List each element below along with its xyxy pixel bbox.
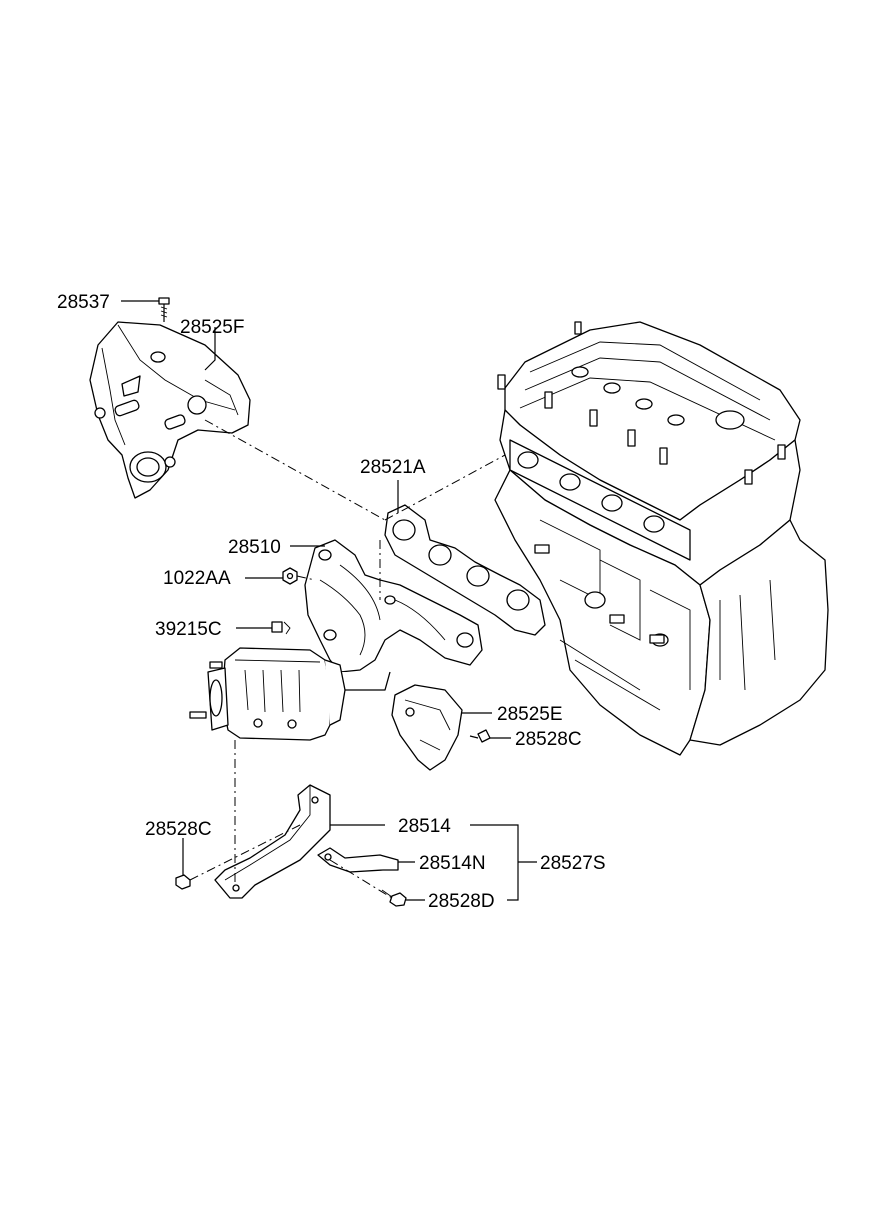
exhaust-manifold-28510 — [304, 539, 483, 691]
heat-shield-lower-28525E — [391, 684, 463, 771]
leader-lines — [121, 300, 537, 901]
label-39215C: 39215C — [155, 619, 222, 640]
part-labels: 28537 28525F 28521A 28510 1022AA 39215C … — [57, 292, 606, 912]
bolt-28528C-left — [175, 862, 191, 890]
gasket-28521A — [384, 504, 546, 636]
label-28528D: 28528D — [428, 891, 495, 912]
bolt-28528C-right — [469, 729, 491, 743]
head-bolts — [497, 321, 786, 485]
label-28510: 28510 — [228, 537, 281, 558]
sensor-39215C — [271, 621, 291, 635]
assembly-centerlines — [189, 419, 506, 899]
label-28528C-right: 28528C — [515, 729, 582, 750]
label-28528C-left: 28528C — [145, 819, 212, 840]
bolt-28528D — [381, 889, 407, 907]
exhaust-ports — [509, 439, 691, 561]
label-28514N: 28514N — [419, 853, 486, 874]
spark-plug-wells — [571, 366, 745, 430]
engine-block — [494, 321, 829, 756]
heat-shield-upper — [89, 321, 251, 499]
bracket-28514 — [214, 784, 331, 899]
label-28537: 28537 — [57, 292, 110, 313]
label-28514: 28514 — [398, 816, 451, 837]
nut-1022AA — [282, 567, 298, 585]
bracket-28514N — [317, 847, 399, 873]
label-1022AA: 1022AA — [163, 568, 231, 589]
bolt-28537 — [158, 297, 170, 322]
label-28527S: 28527S — [540, 853, 606, 874]
label-28525F: 28525F — [180, 317, 244, 338]
label-28521A: 28521A — [360, 457, 426, 478]
label-28525E: 28525E — [497, 704, 563, 725]
catalytic-converter — [189, 647, 346, 741]
